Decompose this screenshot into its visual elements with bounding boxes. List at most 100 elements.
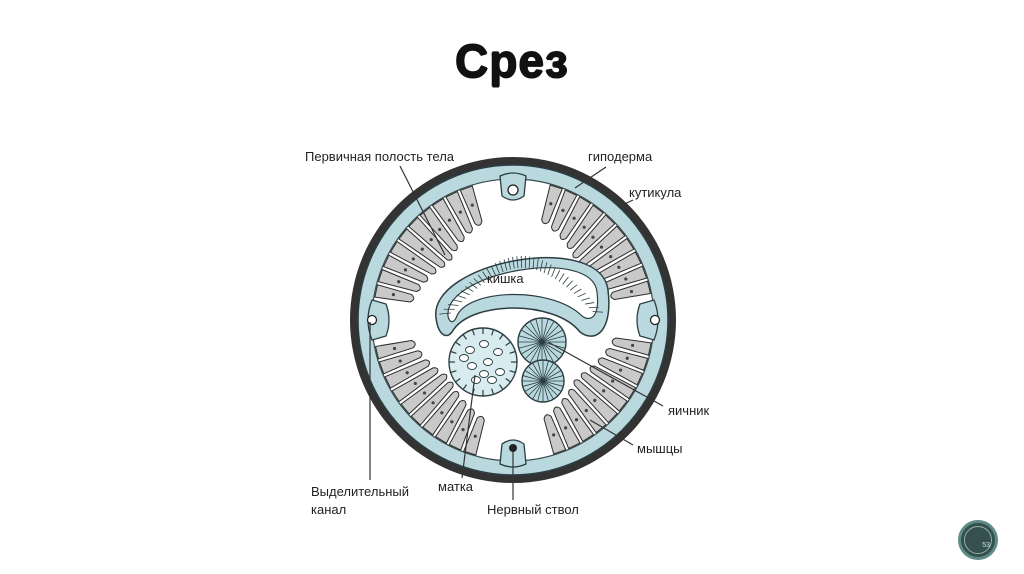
muscle-cell-nucleus [561, 208, 565, 212]
leader-hypodermis [574, 166, 607, 189]
ovary-ray [545, 370, 562, 380]
intestine-cell-wall [577, 293, 586, 298]
ovary-ray [521, 329, 540, 341]
muscle-cell-nucleus [618, 368, 623, 372]
label-nerve-cord: Нервный ствол [487, 502, 579, 517]
muscle-cell-nucleus [609, 254, 613, 259]
muscle-cell-nucleus [624, 277, 628, 281]
ovary-ray [544, 329, 563, 341]
uterus-wall-spike [471, 329, 475, 336]
ovary-ray [524, 324, 541, 341]
ovary-ray [529, 321, 541, 340]
muscle-cell-nucleus [572, 216, 576, 220]
ovary-ray [543, 360, 549, 379]
ovary-ray [545, 381, 564, 387]
intestine-cell-wall [554, 270, 561, 280]
intestine-cell-wall [558, 273, 565, 282]
intestine-cell-wall [547, 264, 552, 275]
uterus-wall-spike [455, 341, 461, 347]
muscle-cell-nucleus [625, 356, 629, 360]
muscle-cell-nucleus [420, 247, 424, 251]
intestine-cell-wall [452, 299, 463, 303]
ovary-ray [542, 318, 549, 340]
uterus-egg [459, 354, 469, 362]
ovary-ray [535, 318, 542, 340]
muscle-cell-nucleus [630, 343, 635, 348]
ovary-ray [532, 362, 542, 379]
leader-lines [369, 165, 664, 500]
muscle-cell-nucleus [629, 289, 634, 294]
ovary-ray [543, 343, 560, 360]
ovary-upper [517, 317, 567, 367]
intestine-cells [439, 255, 603, 315]
intestine-cell-wall [503, 259, 508, 271]
intestine-cell-wall [543, 262, 548, 273]
muscle-cell-nucleus [611, 379, 615, 383]
ovary-ray [543, 324, 560, 341]
uterus-egg [467, 362, 477, 370]
uterus-wall-spike [462, 334, 468, 340]
page-number-button[interactable]: 53 [958, 520, 998, 560]
ovary-ray [537, 383, 543, 402]
ovary-ray [543, 321, 555, 340]
uterus-egg [465, 346, 475, 354]
intestine-cell-wall [482, 271, 489, 281]
intestine-cell-wall [512, 256, 515, 269]
muscle-cell-nucleus [413, 381, 417, 386]
uterus-eggs [449, 328, 517, 396]
ovary-ray [524, 382, 541, 392]
ovary-ray [527, 382, 542, 397]
uterus-wall-spike [491, 388, 495, 395]
muscle-cell-nucleus [440, 411, 444, 415]
label-intestine: кишка [487, 271, 524, 286]
intestine-cell-wall [473, 278, 482, 286]
uterus-egg [479, 340, 489, 348]
label-primary-cavity: Первичная полость тела [305, 149, 455, 164]
muscle-cell-nucleus [574, 418, 579, 422]
muscle-cell-nucleus [392, 346, 397, 351]
intestine-cell-wall [494, 263, 500, 274]
muscle-cell-nucleus [447, 218, 452, 222]
intestine-cell-wall [592, 311, 603, 313]
uterus [448, 327, 518, 397]
ovary-ray [537, 360, 543, 379]
intestine-cell-wall [539, 260, 544, 272]
intestine-cell-wall [551, 267, 556, 277]
label-excretory-canal-2: канал [311, 502, 346, 517]
ovary-ray [544, 343, 563, 355]
intestine-cell-wall [469, 282, 478, 289]
intestine-cell-wall [573, 288, 582, 294]
label-cuticle: кутикула [629, 185, 682, 200]
uterus-wall-spike [491, 329, 495, 336]
intestine-cell-wall [585, 302, 595, 305]
uterus-wall-spike [455, 377, 461, 383]
muscle-cell-nucleus [398, 359, 402, 363]
ovary-ray [518, 335, 540, 342]
ovary-ray [544, 382, 559, 397]
page-number-ring [964, 526, 992, 554]
intestine-cell-wall [516, 256, 519, 269]
intestine-cell-wall [456, 294, 467, 299]
ovary-ray [521, 343, 540, 355]
intestine-cell-wall [439, 312, 452, 315]
ovary-ray [545, 375, 564, 381]
ovary-ray [544, 365, 559, 380]
leader-uterus [461, 374, 476, 479]
intestine-cell-wall [507, 257, 511, 270]
muscle-cell-nucleus [403, 268, 408, 272]
intestine-cell-wall [581, 297, 591, 301]
muscle-cell-nucleus [397, 280, 401, 284]
ovary-ray [524, 370, 541, 380]
ovary-ray [522, 381, 541, 387]
intestine-cell-wall [536, 258, 539, 271]
leader-cuticle [617, 199, 634, 208]
ovary-ray [522, 375, 541, 381]
muscle-cell-nucleus [470, 203, 474, 207]
ovary-ray [527, 365, 542, 380]
muscle-cell-nucleus [617, 265, 621, 269]
muscle-cells [374, 184, 652, 456]
uterus-wall-spike [505, 377, 511, 383]
leader-muscles [589, 419, 634, 446]
intestine-cell-wall [520, 255, 523, 269]
